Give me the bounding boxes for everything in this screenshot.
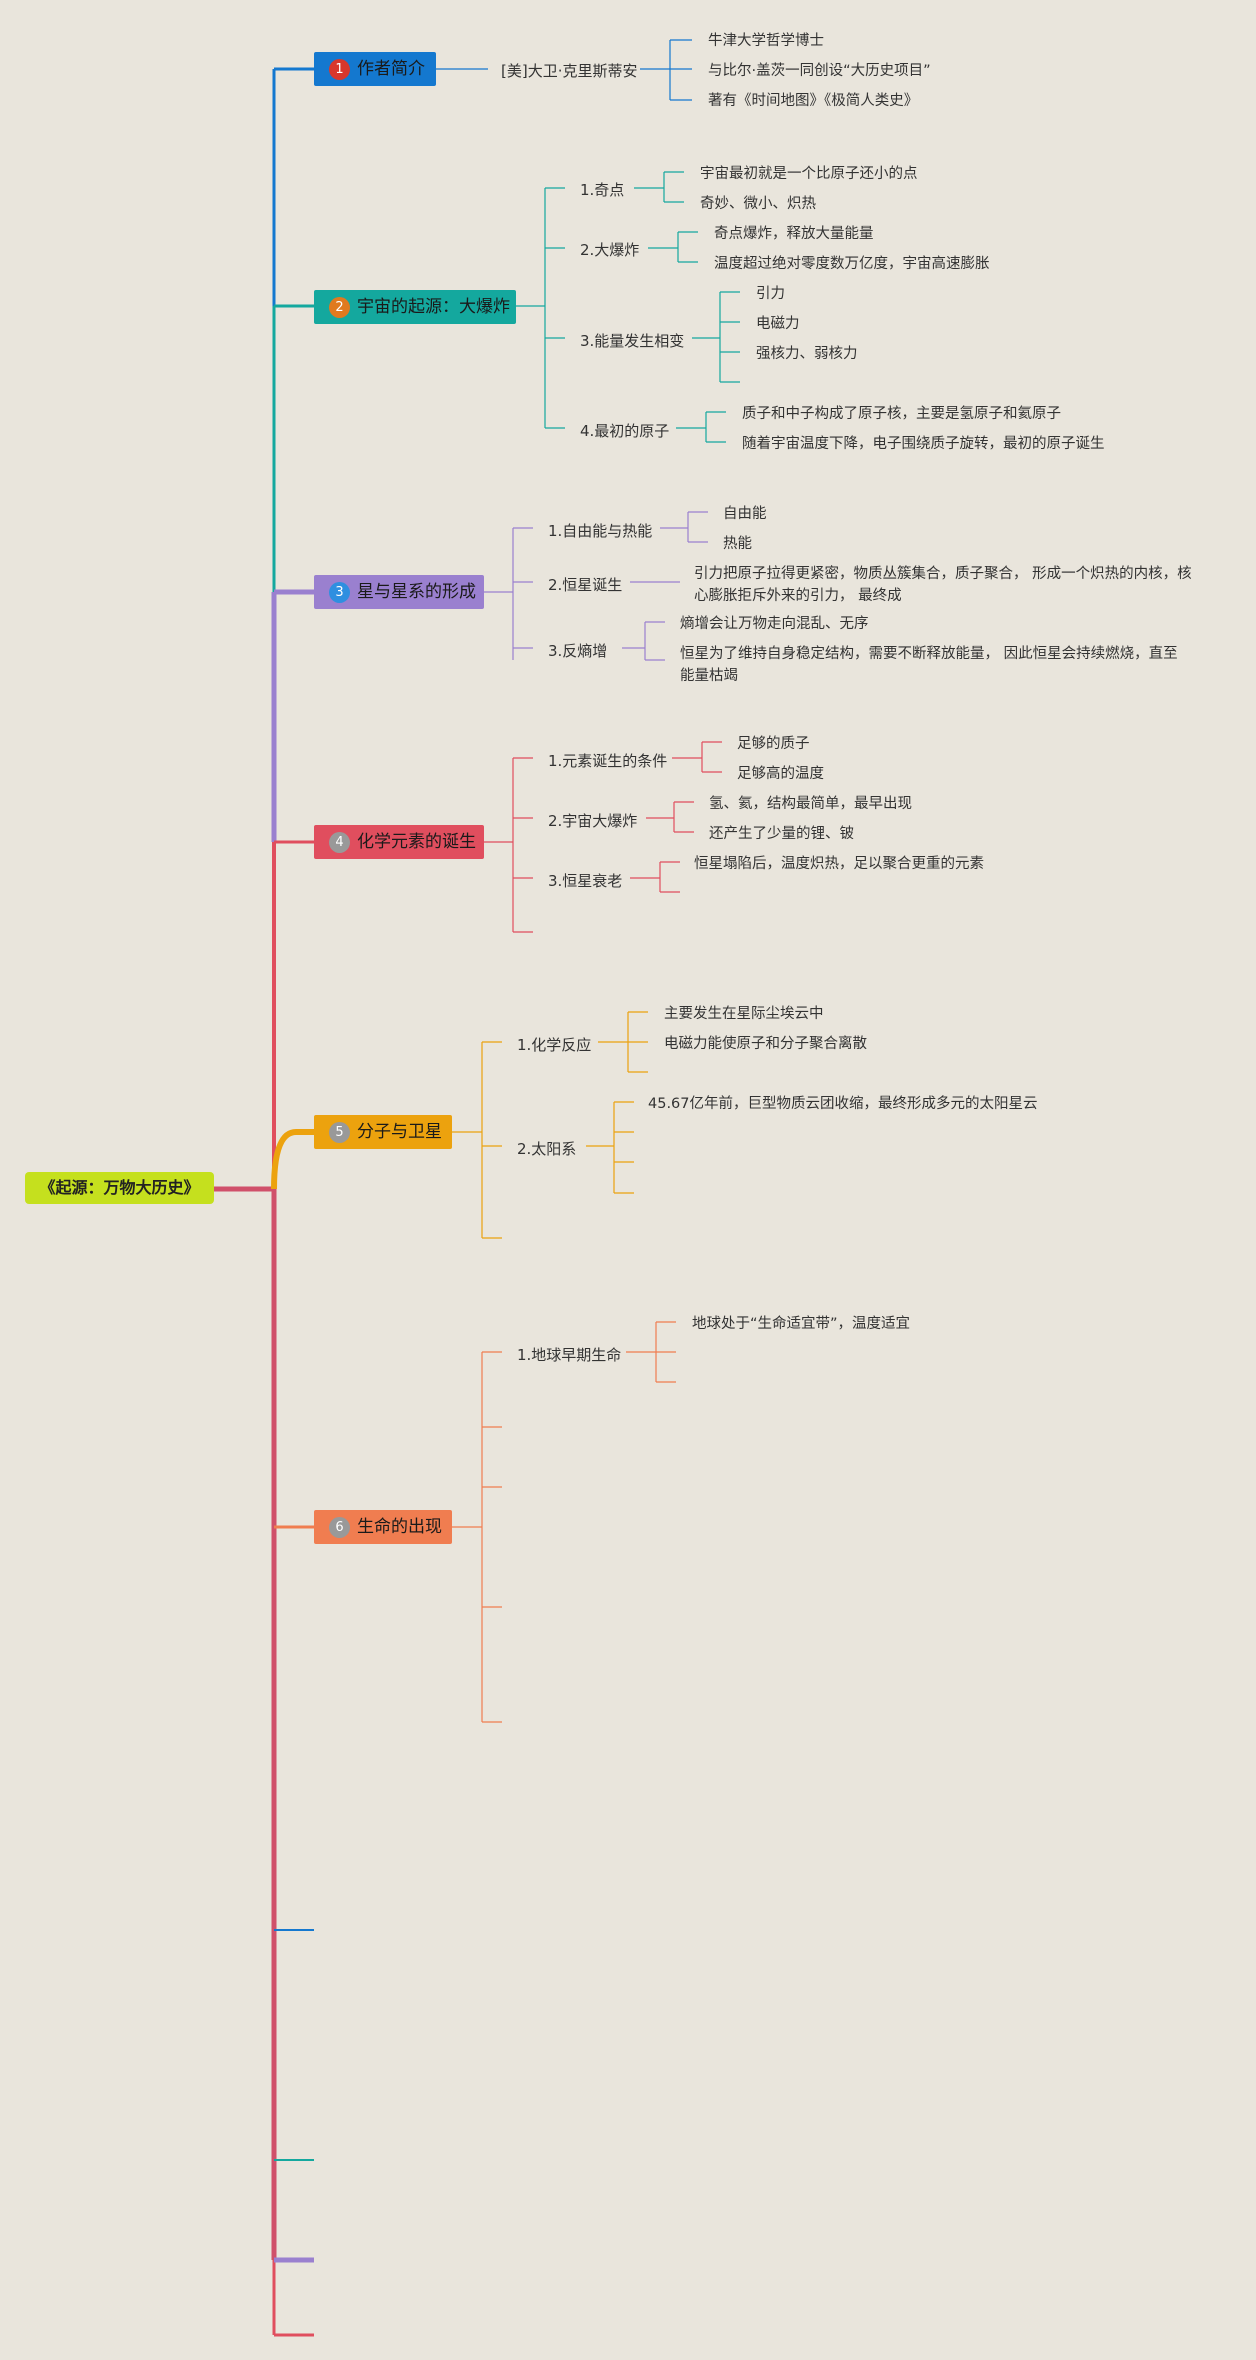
sub-element-conditions[interactable]: 1.元素诞生的条件 [548,752,668,770]
leaf: 电磁力 [756,316,800,332]
branch-label: 星与星系的形成 [357,582,476,602]
number-badge: 5 [329,1122,350,1143]
leaf: 电磁力能使原子和分子聚合离散 [664,1036,867,1052]
sub-chemical-reaction[interactable]: 1.化学反应 [517,1036,592,1054]
leaf: 宇宙最初就是一个比原子还小的点 [700,166,918,182]
number-badge: 3 [329,582,350,603]
branch-author[interactable]: 1 作者简介 [314,52,436,86]
connector-line [676,411,726,443]
connector-line [669,39,692,101]
branch-elements[interactable]: 4 化学元素的诞生 [314,825,484,859]
connector-line [622,621,665,661]
connector-line [598,1011,648,1073]
leaf: 引力把原子拉得更紧密，物质丛簇集合，质子聚合， 形成一个炽热的内核，核心膨胀拒斥… [694,566,1192,604]
leaf: 还产生了少量的锂、铍 [709,826,854,842]
branch-label: 分子与卫星 [357,1122,442,1142]
leaf: 温度超过绝对零度数万亿度，宇宙高速膨胀 [714,256,990,272]
leaf: 熵增会让万物走向混乱、无序 [680,616,869,632]
number-badge: 1 [329,59,350,80]
connector-line [271,1129,314,1190]
connector-line [586,1101,634,1194]
branch-label: 生命的出现 [357,1517,442,1537]
leaf: 足够高的温度 [737,766,824,782]
connector-line [481,1041,502,1239]
branch-stars[interactable]: 3 星与星系的形成 [314,575,484,609]
leaf: 奇点爆炸，释放大量能量 [714,226,874,242]
leaf: 45.67亿年前，巨型物质云团收缩，最终形成多元的太阳星云 [648,1096,1038,1112]
branch-life[interactable]: 6 生命的出现 [314,1510,452,1544]
leaf: 引力 [756,286,785,302]
connector-line [512,757,533,933]
leaf: 自由能 [723,506,767,522]
connector-line [630,861,680,893]
connector-line [648,231,698,263]
leaf: 与比尔·盖茨一同创设“大历史项目” [708,63,931,79]
leaf: 强核力、弱核力 [756,346,858,362]
sub-star-birth[interactable]: 2.恒星诞生 [548,576,623,594]
branch-molecules[interactable]: 5 分子与卫星 [314,1115,452,1149]
branch-label: 宇宙的起源：大爆炸 [357,297,510,317]
leaf: 地球处于“生命适宜带”，温度适宜 [692,1316,911,1332]
leaf: 足够的质子 [737,736,810,752]
connector-line [626,1321,676,1383]
connector-line [544,187,565,429]
leaf: 恒星为了维持自身稳定结构，需要不断释放能量， 因此恒星会持续燃烧，直至能量枯竭 [680,646,1178,684]
sub-phase-change[interactable]: 3.能量发生相变 [580,332,685,350]
connector-line [660,511,708,543]
sub-first-atoms[interactable]: 4.最初的原子 [580,422,670,440]
root-node[interactable]: 《起源：万物大历史》 [25,1172,214,1204]
leaf: 主要发生在星际尘埃云中 [664,1006,824,1022]
leaf: 氢、氦，结构最简单，最早出现 [709,796,912,812]
sub-solar-system[interactable]: 2.太阳系 [517,1140,577,1158]
connector-line [692,291,740,383]
sub-free-energy[interactable]: 1.自由能与热能 [548,522,653,540]
sub-singularity[interactable]: 1.奇点 [580,181,625,199]
connector-line [512,527,533,660]
leaf: 恒星塌陷后，温度炽热，足以聚合更重的元素 [694,856,984,872]
branch-label: 化学元素的诞生 [357,832,476,852]
leaf: 质子和中子构成了原子核，主要是氢原子和氦原子 [742,406,1061,422]
sub-star-aging[interactable]: 3.恒星衰老 [548,872,623,890]
number-badge: 4 [329,832,350,853]
number-badge: 2 [329,297,350,318]
connector-line [634,171,684,203]
connector-line [481,1351,502,1723]
leaf: 随着宇宙温度下降，电子围绕质子旋转，最初的原子诞生 [742,436,1105,452]
number-badge: 6 [329,1517,350,1538]
sub-anti-entropy[interactable]: 3.反熵增 [548,642,608,660]
connector-line [672,741,722,773]
branch-big-bang[interactable]: 2 宇宙的起源：大爆炸 [314,290,516,324]
sub-universe-bang[interactable]: 2.宇宙大爆炸 [548,812,638,830]
branch-label: 作者简介 [357,59,425,79]
leaf: 著有《时间地图》《极简人类史》 [708,93,919,109]
sub-explosion[interactable]: 2.大爆炸 [580,241,640,259]
sub-author-name[interactable]: [美]大卫·克里斯蒂安 [501,62,638,80]
sub-early-life[interactable]: 1.地球早期生命 [517,1346,622,1364]
leaf: 牛津大学哲学博士 [708,33,824,49]
connector-line [646,801,694,833]
leaf: 热能 [723,536,752,552]
leaf: 奇妙、微小、炽热 [700,196,816,212]
